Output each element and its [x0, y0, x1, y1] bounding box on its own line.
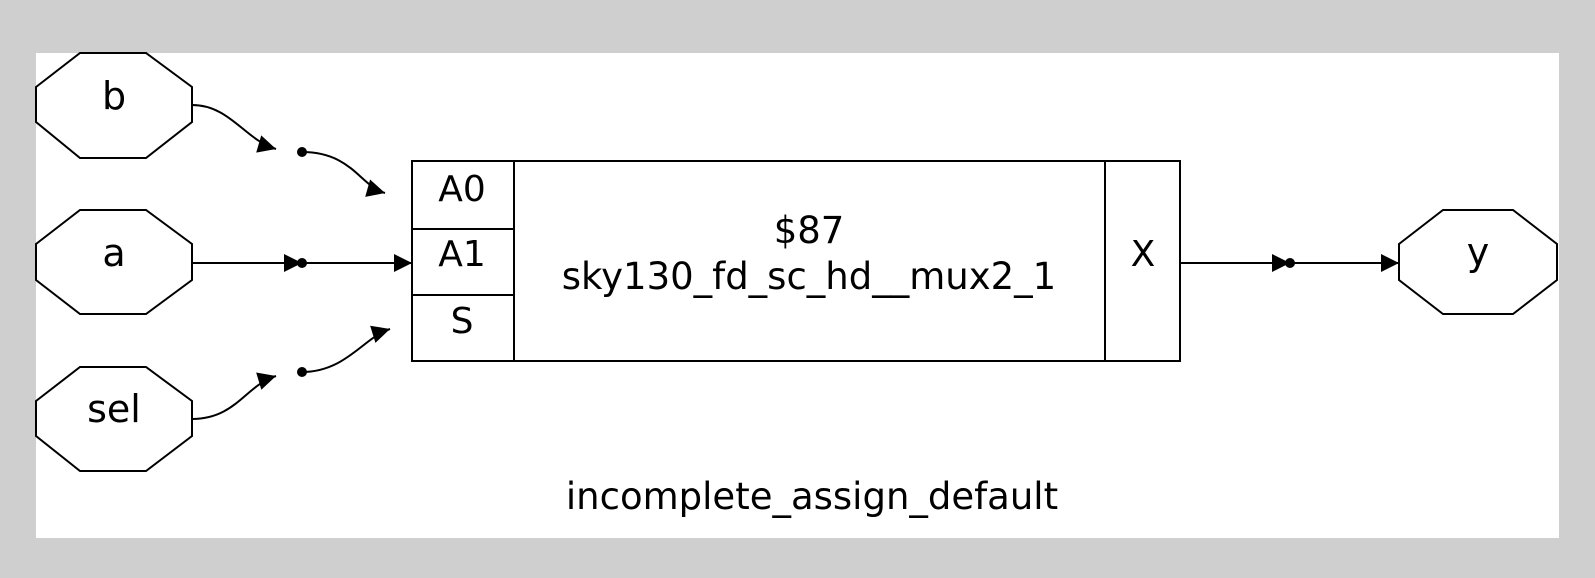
junction-dot: [297, 147, 307, 157]
junction-dot: [297, 258, 307, 268]
input-port-b[interactable]: b: [35, 52, 193, 159]
input-port-a[interactable]: a: [35, 209, 193, 315]
input-port-a-label: a: [102, 231, 125, 275]
diagram-title: incomplete_assign_default: [566, 475, 1058, 518]
input-port-sel[interactable]: sel: [35, 366, 193, 472]
wire-b-to-a0: [191, 104, 386, 197]
cell-type: sky130_fd_sc_hd__mux2_1: [562, 255, 1056, 298]
cell-port-a1: A1: [438, 234, 486, 275]
junction-dot: [297, 367, 307, 377]
wire-a-to-a1: [192, 254, 412, 272]
cell-port-x: X: [1131, 234, 1156, 275]
wire-x-to-y: [1180, 254, 1399, 272]
output-port-y-label: y: [1467, 230, 1490, 274]
wire-sel-to-s: [191, 325, 391, 420]
junction-dot: [1285, 258, 1295, 268]
cell-port-a0: A0: [438, 169, 486, 210]
output-port-y[interactable]: y: [1398, 209, 1558, 315]
input-port-b-label: b: [102, 74, 126, 118]
mux-cell[interactable]: A0 A1 S $87 sky130_fd_sc_hd__mux2_1 X: [411, 160, 1181, 362]
cell-id: $87: [774, 209, 845, 252]
input-port-sel-label: sel: [87, 387, 141, 431]
cell-port-s: S: [451, 301, 474, 342]
